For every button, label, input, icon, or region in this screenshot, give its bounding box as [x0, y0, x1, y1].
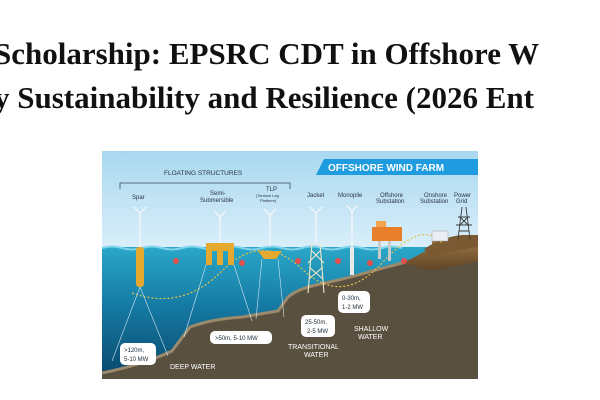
label-grid-2: Grid	[456, 199, 467, 205]
zone-transitional-2: WATER	[304, 352, 329, 359]
deep-water-box	[120, 343, 156, 365]
label-semi-2: Submersible	[200, 198, 234, 204]
monopile-structure	[350, 247, 354, 275]
banner	[316, 159, 478, 175]
zone-shallow-1: SHALLOW	[354, 326, 389, 333]
label-jacket: Jacket	[307, 193, 325, 199]
cable-markers	[173, 258, 407, 266]
transitional-box	[301, 315, 335, 337]
zone-deep-water: DEEP WATER	[170, 364, 215, 371]
deep-water-box-2: 5-10 MW	[124, 357, 149, 363]
zone-shallow-2: WATER	[358, 334, 383, 341]
shallow-box	[338, 291, 370, 313]
spar-buoy	[136, 247, 144, 287]
label-tlp: TLP	[266, 187, 277, 193]
label-offshore-sub-1: Offshore	[380, 193, 404, 199]
onshore-substation	[431, 230, 449, 242]
land-surface	[424, 235, 478, 257]
banner-text: OFFSHORE WIND FARM	[328, 163, 444, 174]
spar-moorings	[111, 286, 169, 362]
label-semi-1: Semi-	[210, 191, 226, 197]
semi-platform	[206, 243, 234, 251]
turbine-jacket	[309, 206, 323, 243]
tlp-tendons	[255, 258, 285, 320]
turbine-semi	[213, 210, 227, 243]
offshore-substation	[372, 227, 402, 241]
label-spar: Spar	[132, 195, 145, 201]
floating-depth-text: >50m, 5-10 MW	[215, 336, 258, 342]
label-onshore-sub-2: Substation	[420, 199, 448, 205]
floating-bracket	[119, 182, 291, 189]
offshore-wind-diagram: OFFSHORE WIND FARM FLOATING STRUCTURES S…	[102, 151, 478, 379]
label-grid-1: Power	[454, 193, 471, 199]
label-tlp-sub-1: (Tension Leg	[256, 193, 279, 198]
turbine-monopile	[345, 204, 359, 247]
floating-structures-label: FLOATING STRUCTURES	[164, 170, 243, 177]
shallow-box-1: 0-30m,	[342, 296, 361, 302]
label-tlp-sub-2: Platform)	[260, 198, 277, 203]
label-onshore-sub-1: Onshore	[424, 193, 448, 199]
export-cable	[131, 234, 443, 300]
zone-transitional-1: TRANSITIONAL	[288, 344, 339, 351]
label-monopile: Monopile	[338, 193, 363, 199]
shallow-box-2: 1-2 MW	[342, 305, 363, 311]
turbine-spar	[133, 206, 147, 247]
headline-line-1: Scholarship: EPSRC CDT in Offshore W	[0, 36, 540, 71]
transitional-box-1: 25-50m,	[305, 320, 327, 326]
floating-depth-box	[210, 331, 272, 344]
deep-water-box-1: >120m,	[124, 348, 145, 354]
label-offshore-sub-2: Substation	[376, 199, 404, 205]
turbine-tlp	[263, 208, 277, 247]
headline-line-2: y Sustainability and Resilience (2026 En…	[0, 80, 534, 115]
transitional-box-2: 2-5 MW	[307, 329, 328, 335]
jacket-structure	[307, 242, 325, 294]
power-grid-pylon	[456, 206, 472, 240]
semi-moorings	[183, 264, 253, 338]
seabed	[102, 237, 478, 379]
tlp-platform	[258, 251, 282, 259]
